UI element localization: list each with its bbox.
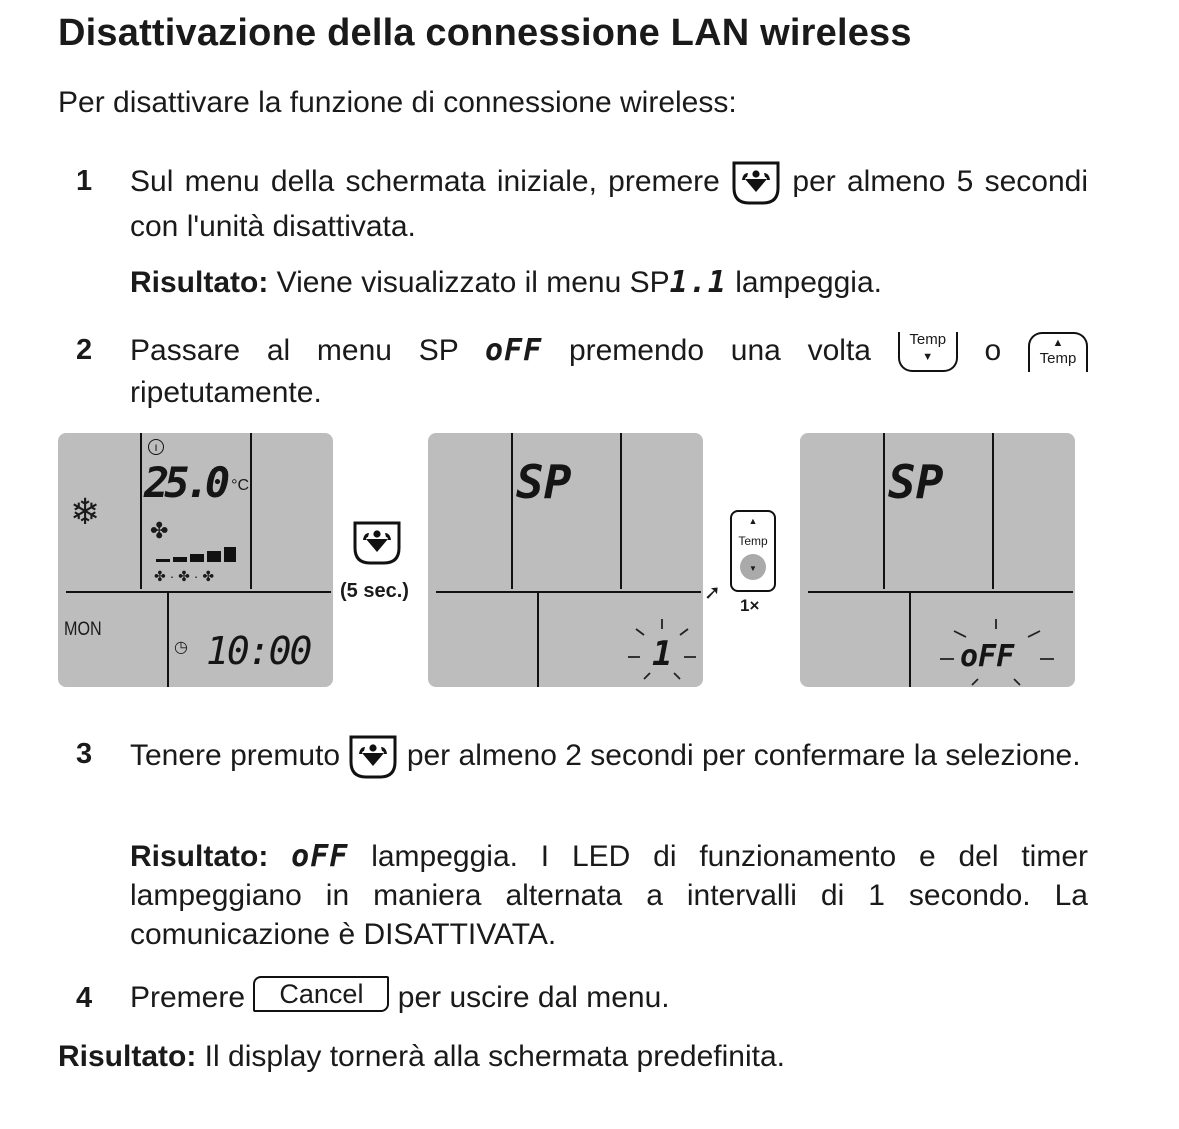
temp-down-button-icon: Temp▼: [897, 331, 958, 373]
lcd-code: 1.1: [669, 265, 727, 300]
menu-value-blinking: 1: [652, 634, 673, 674]
menu-code: SP: [516, 455, 572, 509]
step-text: per almeno 5 secondi con l'unità disatti…: [130, 164, 1088, 243]
step-1-text: Sul menu della schermata iniziale, preme…: [130, 160, 1088, 248]
step-text: premendo una volta: [568, 334, 871, 367]
fan-speed-icons: ✤ · ✤ · ✤: [154, 568, 215, 584]
intro-text: Per disattivare la funzione di connessio…: [58, 86, 737, 119]
page-title: Disattivazione della connessione LAN wir…: [58, 12, 912, 54]
step-text: Passare al menu SP: [130, 334, 459, 367]
time-value: 10:00: [206, 629, 312, 673]
button-label: Temp: [1039, 350, 1077, 368]
step-text: Tenere premuto: [130, 738, 341, 772]
clock-icon: ◷: [174, 639, 188, 656]
lcd-code: oFF: [484, 333, 543, 368]
press-count: 1×: [740, 596, 760, 615]
powerful-button-icon: [348, 734, 398, 780]
lcd-screen-off: SP oFF: [800, 433, 1075, 687]
step-4-text: Premere Cancel per uscire dal menu.: [130, 976, 670, 1019]
menu-code: SP: [888, 455, 944, 509]
powerful-button-icon: [731, 160, 781, 206]
temp-up-button-icon: ▲Temp: [1027, 332, 1088, 373]
step-text: Premere: [130, 981, 246, 1014]
temperature-value: 25.0: [144, 458, 230, 507]
step-text: per uscire dal menu.: [397, 981, 670, 1014]
day-label: MON: [64, 619, 102, 640]
final-result: Risultato: Il display tornerà alla scher…: [58, 1040, 785, 1074]
button-label: Temp: [909, 331, 947, 349]
temperature-unit: °C: [231, 477, 250, 494]
temperature-display: 25.0 °C: [144, 459, 249, 507]
step-text: o: [984, 334, 1002, 367]
snowflake-icon: ❄: [70, 491, 101, 532]
temp-button-illustration: ▲ Temp ▼: [730, 510, 776, 592]
fan-icon: ✤: [150, 518, 169, 543]
step-number: 1: [76, 165, 93, 197]
button-label: Temp: [738, 534, 768, 548]
step-1-result: Risultato: Viene visualizzato il menu SP…: [130, 262, 1088, 304]
step-text: per almeno 2 secondi per confermare la s…: [406, 738, 1081, 772]
menu-value-blinking: oFF: [960, 639, 1015, 674]
result-text: Viene visualizzato il menu SP: [276, 266, 670, 299]
step-number: 3: [76, 738, 93, 770]
cancel-button-icon: Cancel: [253, 976, 390, 1012]
blink-rays-icon: [940, 619, 1054, 686]
press-arrow-icon: ➚: [704, 582, 721, 604]
result-label: Risultato:: [130, 840, 269, 873]
blink-rays-icon: [628, 619, 696, 680]
thermometer-icon: ı: [148, 439, 164, 455]
lcd-screen-sp-menu: SP 1: [428, 433, 703, 687]
step-3-result: Risultato: oFF lampeggia. I LED di funzi…: [130, 837, 1088, 954]
result-text: lampeggia. I LED di funzionamento e del …: [130, 840, 1089, 951]
step-2-text: Passare al menu SP oFF premendo una volt…: [130, 330, 1088, 414]
hold-duration-label: (5 sec.): [340, 580, 409, 602]
result-label: Risultato:: [58, 1040, 197, 1073]
result-text: Il display tornerà alla schermata predef…: [204, 1040, 785, 1073]
result-text: lampeggia.: [735, 266, 882, 299]
step-text: Sul menu della schermata iniziale, preme…: [130, 164, 720, 198]
step-number: 4: [76, 982, 93, 1014]
step-number: 2: [76, 334, 93, 366]
lcd-code: oFF: [291, 839, 349, 874]
lcd-screen-home: ❄ ı 25.0 °C ✤ ✤ · ✤ · ✤ MON ◷ 10:00: [58, 433, 333, 687]
fan-speed-bars: [156, 547, 236, 562]
step-text: ripetutamente.: [130, 376, 322, 410]
powerful-button-icon: [352, 520, 402, 571]
result-label: Risultato:: [130, 266, 269, 299]
step-3-text: Tenere premuto per almeno 2 secondi per …: [130, 734, 1088, 780]
